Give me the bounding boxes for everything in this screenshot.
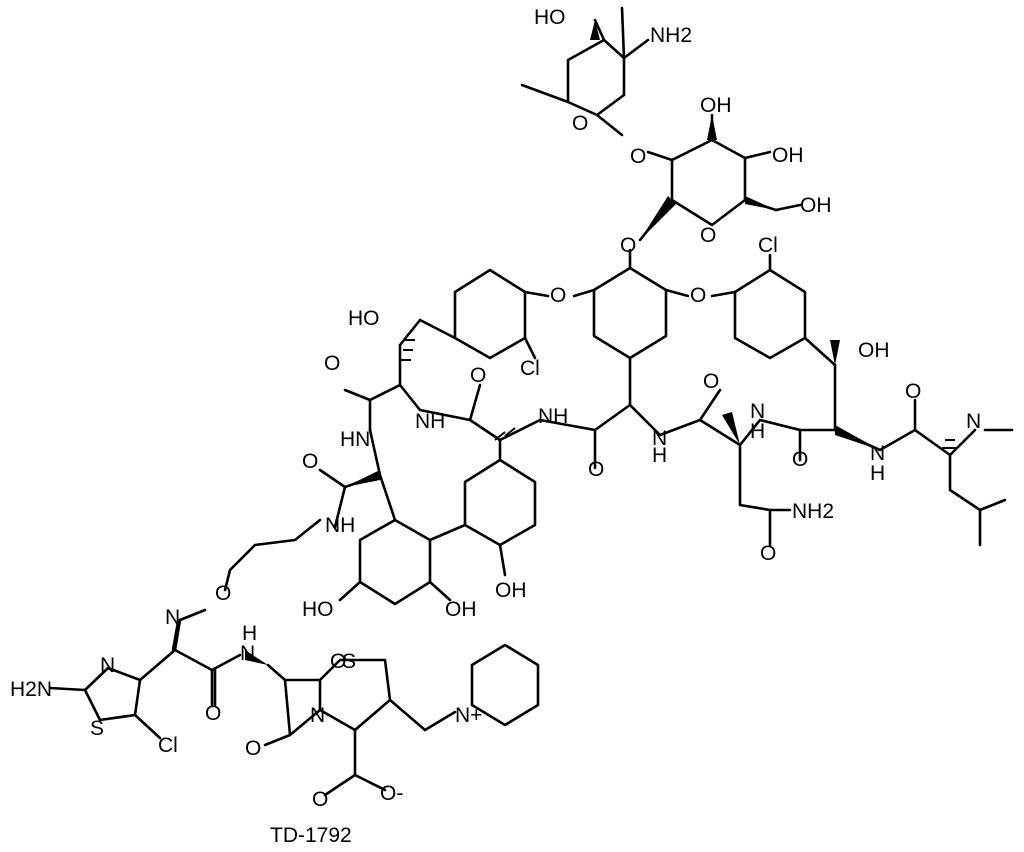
atom-label: O bbox=[690, 284, 706, 307]
atom-label: HO bbox=[534, 6, 566, 29]
atom-label: S bbox=[90, 717, 104, 740]
atom-label: NH2 bbox=[792, 500, 834, 523]
atom-label: NH bbox=[415, 410, 445, 433]
cephem-core bbox=[138, 648, 457, 797]
atom-label: O bbox=[330, 650, 346, 673]
central-aromatic-ring bbox=[572, 248, 690, 407]
atom-label: H bbox=[242, 622, 257, 645]
atom-label: O- bbox=[380, 782, 403, 805]
atom-label: OH bbox=[445, 598, 477, 621]
atom-label: S bbox=[342, 650, 356, 673]
right-chloroaryl-ring bbox=[710, 253, 837, 367]
atom-label: OH bbox=[495, 579, 527, 602]
atom-label: OH bbox=[700, 94, 732, 117]
atom-label: N+ bbox=[455, 704, 482, 727]
left-chloroaryl-ring bbox=[418, 268, 550, 360]
atom-labels: HO NH2 O O OH OH OH O O O O Cl HO Cl OH … bbox=[10, 6, 981, 811]
atom-label: O bbox=[588, 458, 604, 481]
atom-label: NH bbox=[325, 514, 355, 537]
atom-label: HN bbox=[340, 428, 370, 451]
atom-label: Cl bbox=[758, 234, 778, 257]
atom-label: O bbox=[550, 284, 566, 307]
atom-label: Cl bbox=[158, 734, 178, 757]
atom-label: O bbox=[312, 788, 328, 811]
atom-label: N bbox=[966, 410, 981, 433]
atom-label: N bbox=[100, 654, 115, 677]
atom-label: O bbox=[215, 582, 231, 605]
atom-label: HO bbox=[302, 598, 334, 621]
atom-label: H bbox=[750, 420, 765, 443]
atom-label: O bbox=[572, 112, 588, 135]
atom-label: NH bbox=[538, 405, 568, 428]
atom-label: H bbox=[652, 444, 667, 467]
atom-label: O bbox=[630, 145, 646, 168]
atom-label: N bbox=[652, 427, 667, 450]
atom-label: OH bbox=[800, 194, 832, 217]
atom-label: O bbox=[905, 380, 921, 403]
atom-label: N bbox=[165, 606, 180, 629]
amino-sugar-ring bbox=[520, 6, 650, 137]
atom-label: Cl bbox=[520, 357, 540, 380]
atom-label: O bbox=[620, 234, 636, 257]
atom-label: H bbox=[870, 462, 885, 485]
compound-caption: TD-1792 bbox=[270, 824, 352, 847]
atom-label: H2N bbox=[10, 678, 52, 701]
atom-label: N bbox=[750, 400, 765, 423]
atom-label: O bbox=[245, 737, 261, 760]
atom-label: O bbox=[760, 542, 776, 565]
atom-label: O bbox=[324, 352, 340, 375]
atom-label: O bbox=[792, 448, 808, 471]
linker-chain bbox=[171, 518, 322, 652]
atom-label: HO bbox=[348, 307, 380, 330]
atom-label: O bbox=[700, 224, 716, 247]
pyridinium-ring bbox=[470, 643, 540, 727]
atom-label: O bbox=[205, 702, 221, 725]
thiazole-ring bbox=[48, 666, 162, 740]
atom-label: OH bbox=[858, 339, 890, 362]
atom-label: O bbox=[302, 450, 318, 473]
stereo-marks bbox=[245, 20, 958, 665]
atom-label: N bbox=[310, 704, 325, 727]
atom-label: O bbox=[703, 370, 719, 393]
atom-label: N bbox=[870, 442, 885, 465]
atom-label: O bbox=[470, 364, 486, 387]
atom-label: NH2 bbox=[650, 24, 692, 47]
atom-label: OH bbox=[772, 144, 804, 167]
atom-label: N bbox=[240, 642, 255, 665]
glucose-ring bbox=[638, 113, 802, 242]
biaryl-rings bbox=[338, 438, 537, 606]
